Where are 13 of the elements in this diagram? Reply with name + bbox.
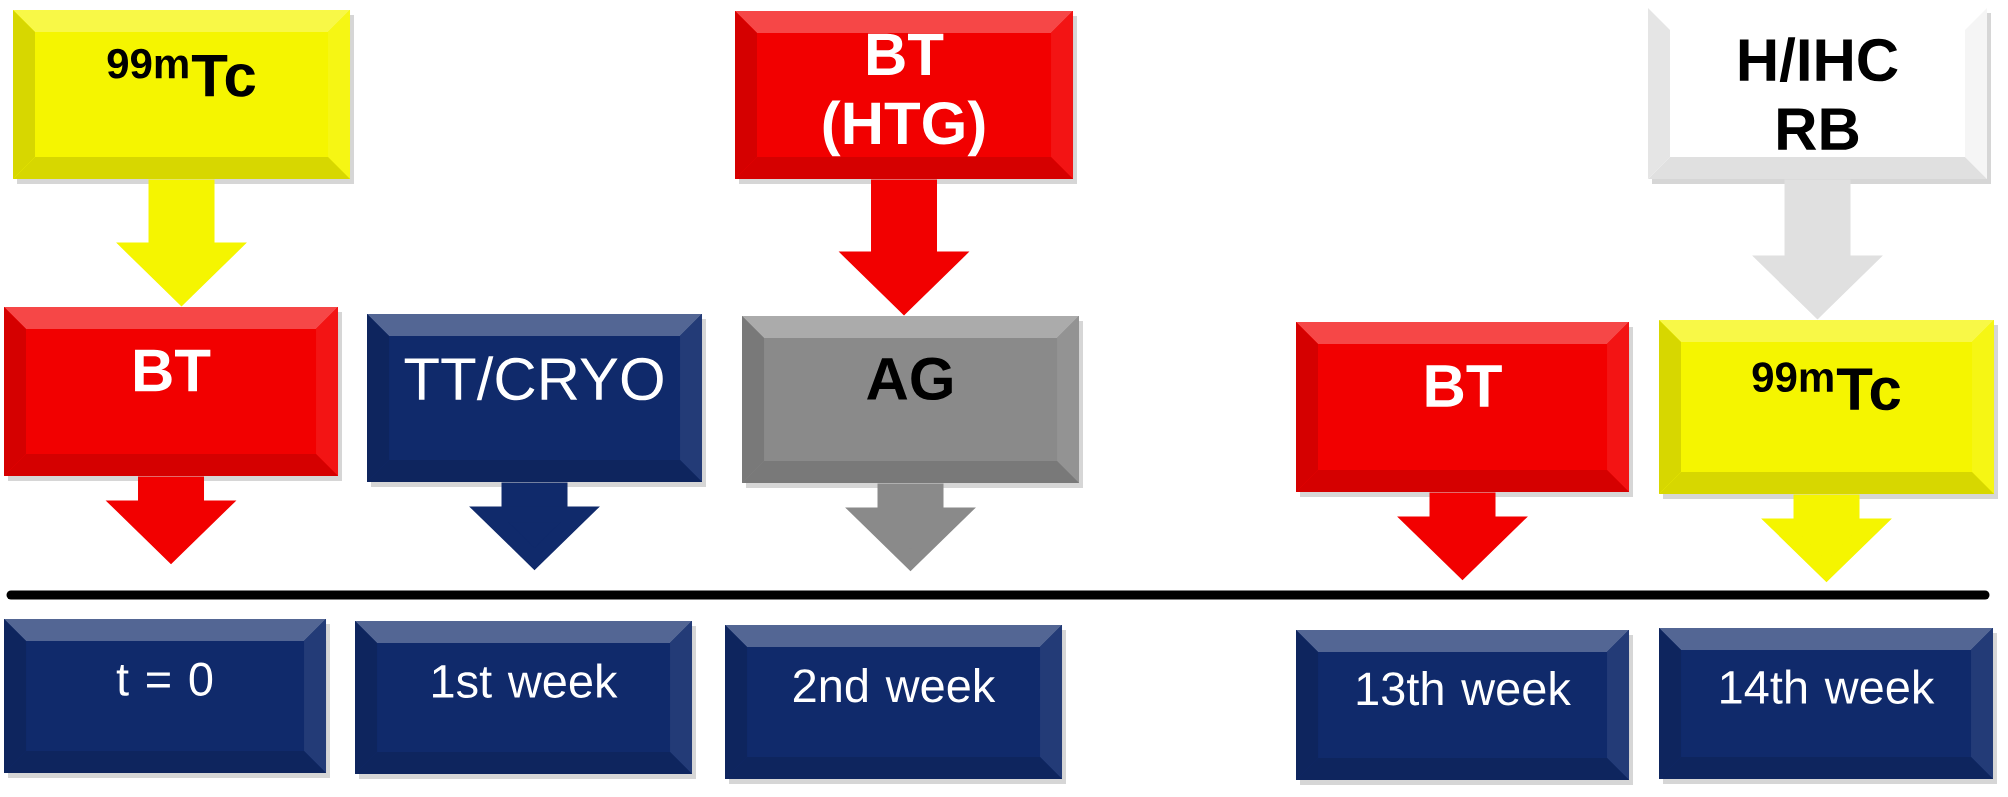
event-box: BT — [1296, 322, 1633, 497]
event-box: BT — [4, 307, 342, 481]
event-box: TT/CRYO — [367, 314, 706, 487]
event-box: H/IHC RB — [1648, 8, 1991, 184]
event-box: AG — [742, 316, 1083, 488]
event-box: $^{99m}$Tc — [1659, 320, 1998, 499]
event-box: $^{99m}$Tc — [13, 10, 354, 184]
timepoint-box: t = 0 — [4, 619, 330, 778]
timepoint-box: 14th week — [1659, 628, 1997, 784]
timepoint-box: 13th week — [1296, 630, 1633, 785]
timepoint-box: 1st week — [355, 621, 696, 779]
timepoint-box: 2nd week — [725, 625, 1066, 784]
event-box: BT (HTG) — [735, 11, 1077, 184]
